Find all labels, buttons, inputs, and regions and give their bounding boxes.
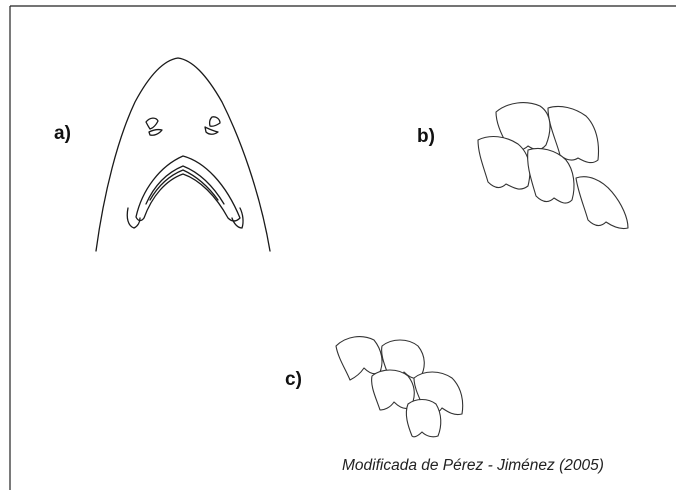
figure-caption: Modificada de Pérez - Jiménez (2005) (342, 458, 604, 474)
shark-head-illustration (96, 58, 270, 251)
denticle (406, 400, 440, 437)
panel-label-b: b) (417, 127, 435, 146)
right-nostril (205, 117, 220, 134)
left-nostril (146, 118, 162, 135)
figure-frame (10, 6, 676, 490)
denticles-c-illustration (336, 337, 463, 437)
denticles-b-illustration (478, 103, 628, 229)
panel-label-c: c) (285, 370, 302, 389)
panel-label-a: a) (54, 124, 71, 143)
mouth-inner (146, 166, 224, 204)
mouth-outer (136, 156, 240, 221)
head-outline (96, 58, 270, 251)
denticle (576, 177, 628, 229)
